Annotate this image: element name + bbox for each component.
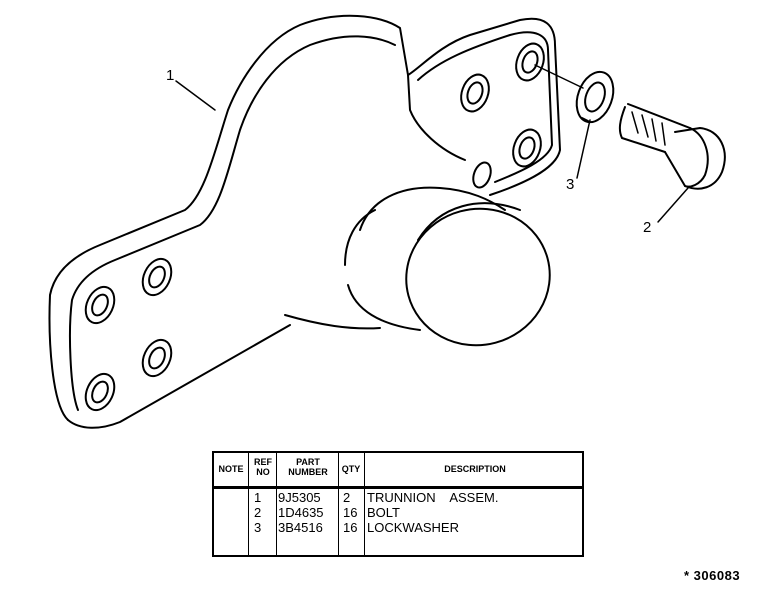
- part-cell: 1D4635: [278, 505, 324, 520]
- explode-line: [534, 64, 584, 89]
- col-part: [276, 453, 339, 555]
- qty-cell: 16: [343, 505, 358, 520]
- leader-2: [657, 187, 689, 223]
- lockwasher: [575, 70, 615, 124]
- leader-1: [175, 80, 216, 111]
- parts-list-table: NOTE REF NO PART NUMBER QTY DESCRIPTION …: [212, 451, 584, 557]
- bolt: [618, 103, 726, 190]
- callout-3: 3: [566, 176, 575, 193]
- qty-cell: 2: [343, 490, 351, 505]
- desc-cell: LOCKWASHER: [367, 520, 459, 535]
- leader-3: [576, 119, 591, 179]
- desc-cell: BOLT: [367, 505, 400, 520]
- table-row: 2 1D4635 16 BOLT: [214, 506, 582, 520]
- part-cell: 3B4516: [278, 520, 323, 535]
- flange-bolt-holes: [460, 42, 545, 189]
- table-row: 1 9J5305 2 TRUNNION ASSEM.: [214, 491, 582, 505]
- trunnion-body: [48, 14, 561, 429]
- leader-lines: [175, 64, 689, 223]
- header-qty: QTY: [341, 464, 361, 474]
- qty-cell: 16: [343, 520, 358, 535]
- header-description: DESCRIPTION: [444, 464, 506, 474]
- plate-bolt-holes: [84, 257, 173, 412]
- desc-cell: TRUNNION ASSEM.: [367, 490, 499, 505]
- ref-cell: 1: [254, 490, 262, 505]
- ref-cell: 3: [254, 520, 262, 535]
- trunnion-pin: [344, 186, 551, 347]
- col-qty: [338, 453, 365, 555]
- header-part-number: PART NUMBER: [288, 457, 328, 477]
- table-row: 3 3B4516 16 LOCKWASHER: [214, 521, 582, 535]
- table-header: [214, 453, 582, 489]
- col-note: [214, 453, 249, 555]
- figure-number: * 306083: [684, 568, 741, 583]
- callout-1: 1: [166, 67, 175, 84]
- ref-cell: 2: [254, 505, 262, 520]
- part-cell: 9J5305: [278, 490, 321, 505]
- header-ref-no: REF NO: [254, 457, 272, 477]
- header-note: NOTE: [218, 464, 244, 474]
- callout-2: 2: [643, 219, 652, 236]
- col-ref: [248, 453, 277, 555]
